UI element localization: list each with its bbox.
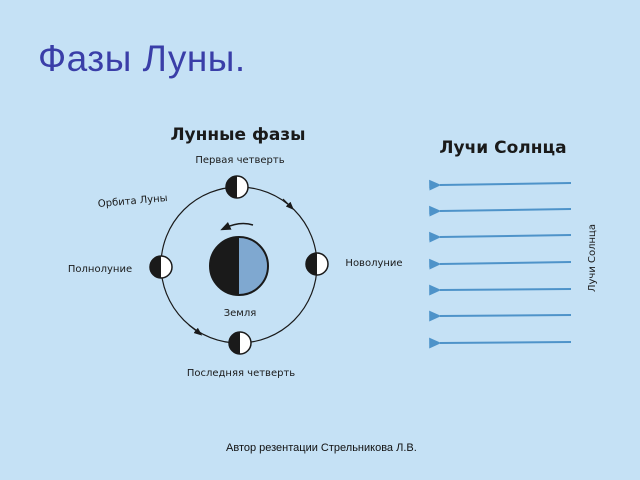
full-moon-label: Полнолуние bbox=[68, 264, 132, 275]
sun-ray bbox=[429, 179, 572, 191]
author-footer: Автор резентации Стрельникова Л.В. bbox=[226, 442, 417, 454]
moon-first-quarter-icon bbox=[225, 175, 249, 199]
orbit-arrow-bottom-left bbox=[188, 324, 203, 336]
sun-ray bbox=[429, 284, 572, 296]
last-quarter-label: Последняя четверть bbox=[187, 368, 295, 379]
earth-label: Земля bbox=[224, 308, 257, 319]
earth-icon bbox=[209, 236, 269, 296]
sun-rays-vertical-label: Лучи Солнца bbox=[587, 224, 598, 292]
orbit-arrow-top-right bbox=[282, 198, 294, 210]
sun-ray bbox=[429, 337, 572, 349]
sun-ray bbox=[429, 310, 572, 322]
orbit-label: Орбита Луны bbox=[97, 193, 168, 210]
new-moon-label: Новолуние bbox=[345, 258, 402, 269]
sun-ray bbox=[429, 231, 572, 243]
slide-title: Фазы Луны. bbox=[38, 38, 246, 79]
moon-new-moon-icon bbox=[305, 252, 329, 276]
sun-rays-heading: Лучи Солнца bbox=[439, 138, 566, 158]
earth-rotation-arrow bbox=[220, 221, 254, 231]
moon-last-quarter-icon bbox=[228, 331, 252, 355]
sun-ray bbox=[429, 205, 572, 217]
sun-rays bbox=[429, 179, 572, 349]
moon-full-moon-icon bbox=[149, 255, 173, 279]
sun-ray bbox=[429, 258, 572, 270]
lunar-phases-heading: Лунные фазы bbox=[170, 125, 305, 145]
first-quarter-label: Первая четверть bbox=[195, 155, 284, 166]
